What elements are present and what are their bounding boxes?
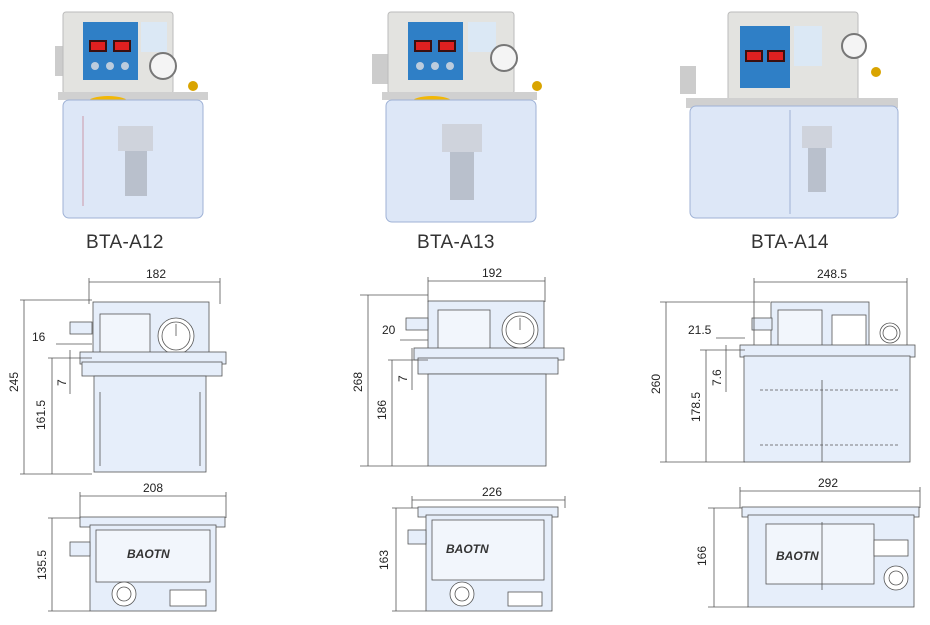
model-name-bta-a12: BTA-A12 — [86, 232, 164, 253]
dim-a13-lower-height: 186 — [375, 400, 389, 420]
dim-a13-height: 268 — [351, 372, 365, 392]
dim-a14-lower-height: 178.5 — [689, 392, 703, 422]
model-name-bta-a13: BTA-A13 — [417, 232, 495, 253]
product-photo-bta-a14 — [680, 11, 899, 219]
front-view-bta-a14 — [660, 278, 916, 463]
dim-a14-height: 260 — [649, 374, 663, 394]
dim-a13-offset-b: 7 — [396, 375, 410, 382]
top-view-bta-a12 — [48, 492, 227, 612]
logo-a13: BAOTN — [446, 542, 489, 556]
model-name-bta-a14: BTA-A14 — [751, 232, 829, 253]
dim-a13-top-depth: 163 — [377, 550, 391, 570]
front-view-bta-a13 — [360, 277, 565, 467]
dim-a12-lower-height: 161.5 — [34, 400, 48, 430]
dim-a12-offset-b: 7 — [55, 379, 69, 386]
dim-a12-top-width: 208 — [143, 481, 163, 495]
dim-a13-top-width: 226 — [482, 485, 502, 499]
dim-a14-top-depth: 166 — [695, 546, 709, 566]
dim-a12-top-depth: 135.5 — [35, 550, 49, 580]
dim-a13-width: 192 — [482, 266, 502, 280]
dim-a12-height: 245 — [7, 372, 21, 392]
front-view-bta-a12 — [20, 278, 227, 475]
dim-a12-width: 182 — [146, 267, 166, 281]
top-view-bta-a13 — [392, 496, 566, 612]
dim-a13-offset-a: 20 — [382, 323, 396, 337]
dim-a14-offset-b: 7.6 — [710, 369, 724, 386]
logo-a12: BAOTN — [127, 547, 170, 561]
dim-a14-offset-a: 21.5 — [688, 323, 712, 337]
product-photo-bta-a13 — [372, 11, 542, 223]
logo-a14: BAOTN — [776, 549, 819, 563]
dim-a14-width: 248.5 — [817, 267, 847, 281]
product-photo-bta-a12 — [55, 11, 208, 219]
dim-a12-offset-a: 16 — [32, 330, 46, 344]
top-view-bta-a14 — [708, 487, 921, 608]
dim-a14-top-width: 292 — [818, 476, 838, 490]
